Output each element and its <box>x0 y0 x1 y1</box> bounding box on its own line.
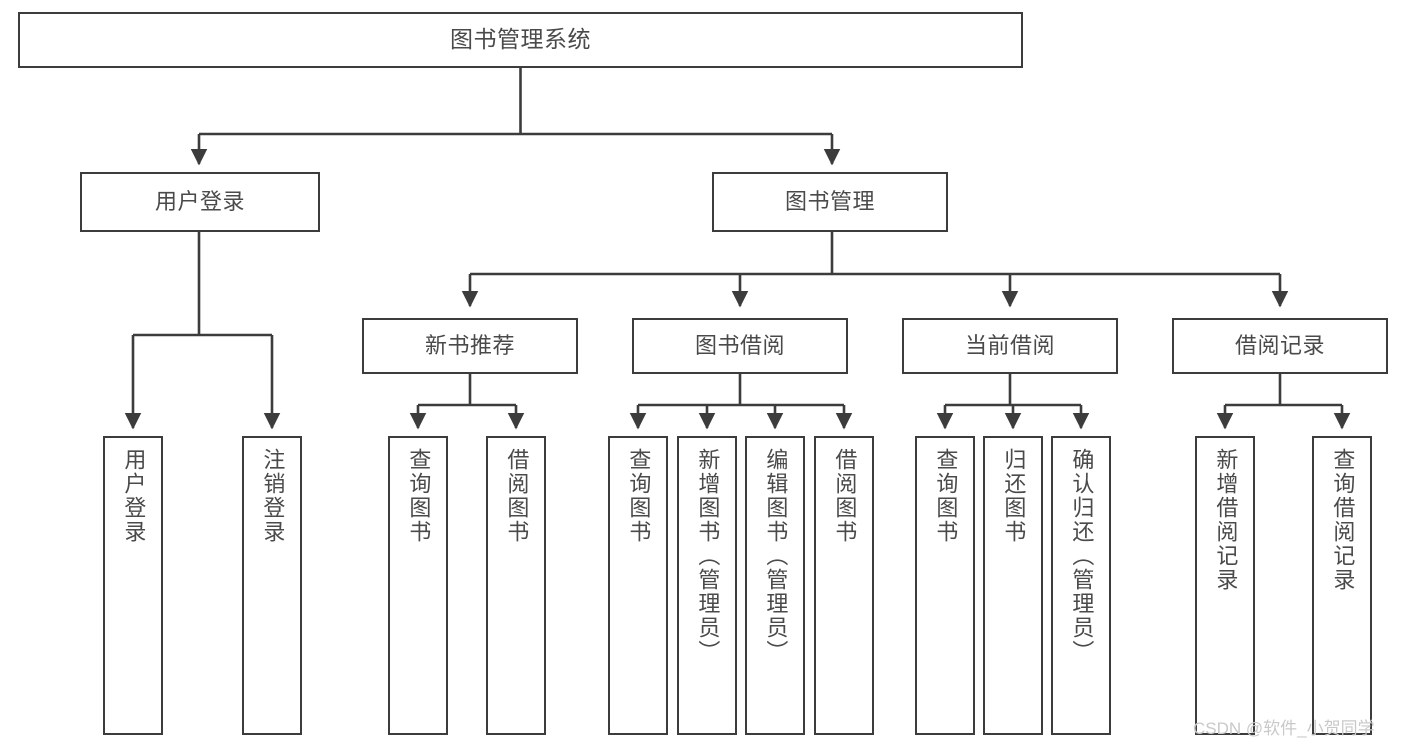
node-leaf-edit-book[interactable]: 编辑图书（管理员） <box>745 436 805 735</box>
node-current-borrow[interactable]: 当前借阅 <box>902 318 1118 374</box>
node-leaf-confirm-return-label: 确认归还（管理员） <box>1069 448 1095 664</box>
node-book-borrow-label: 图书借阅 <box>694 332 785 358</box>
node-leaf-user-login-label: 用户登录 <box>121 448 147 544</box>
node-leaf-query-book-1[interactable]: 查询图书 <box>388 436 448 735</box>
node-root-label: 图书管理系统 <box>450 26 591 53</box>
node-leaf-user-login[interactable]: 用户登录 <box>103 436 163 735</box>
node-leaf-user-logout[interactable]: 注销登录 <box>242 436 302 735</box>
node-leaf-query-book-2-label: 查询图书 <box>626 448 652 544</box>
node-new-book-recommend-label: 新书推荐 <box>424 332 515 358</box>
node-book-manage[interactable]: 图书管理 <box>712 172 948 232</box>
node-book-manage-label: 图书管理 <box>784 188 875 214</box>
node-leaf-borrow-book-2[interactable]: 借阅图书 <box>814 436 874 735</box>
node-leaf-add-book[interactable]: 新增图书（管理员） <box>677 436 737 735</box>
node-borrow-record[interactable]: 借阅记录 <box>1172 318 1388 374</box>
node-leaf-add-record-label: 新增借阅记录 <box>1213 448 1239 592</box>
node-leaf-add-book-label: 新增图书（管理员） <box>695 448 721 664</box>
node-user-login[interactable]: 用户登录 <box>80 172 320 232</box>
node-leaf-borrow-book-2-label: 借阅图书 <box>832 448 858 544</box>
node-leaf-query-book-3[interactable]: 查询图书 <box>915 436 975 735</box>
node-leaf-edit-book-label: 编辑图书（管理员） <box>763 448 789 664</box>
node-leaf-query-record[interactable]: 查询借阅记录 <box>1312 436 1372 735</box>
node-leaf-query-book-2[interactable]: 查询图书 <box>608 436 668 735</box>
node-leaf-return-book[interactable]: 归还图书 <box>983 436 1043 735</box>
node-root[interactable]: 图书管理系统 <box>18 12 1023 68</box>
node-borrow-record-label: 借阅记录 <box>1234 332 1325 358</box>
node-leaf-return-book-label: 归还图书 <box>1001 448 1027 544</box>
node-leaf-borrow-book-1-label: 借阅图书 <box>504 448 530 544</box>
node-leaf-query-book-1-label: 查询图书 <box>406 448 432 544</box>
node-leaf-confirm-return[interactable]: 确认归还（管理员） <box>1051 436 1111 735</box>
node-leaf-query-book-3-label: 查询图书 <box>933 448 959 544</box>
node-book-borrow[interactable]: 图书借阅 <box>632 318 848 374</box>
node-user-login-label: 用户登录 <box>154 188 245 214</box>
node-leaf-query-record-label: 查询借阅记录 <box>1330 448 1356 592</box>
node-current-borrow-label: 当前借阅 <box>964 332 1055 358</box>
node-new-book-recommend[interactable]: 新书推荐 <box>362 318 578 374</box>
node-leaf-borrow-book-1[interactable]: 借阅图书 <box>486 436 546 735</box>
node-leaf-user-logout-label: 注销登录 <box>260 448 286 544</box>
node-leaf-add-record[interactable]: 新增借阅记录 <box>1195 436 1255 735</box>
watermark: CSDN @软件_小贺同学 <box>1193 719 1375 738</box>
